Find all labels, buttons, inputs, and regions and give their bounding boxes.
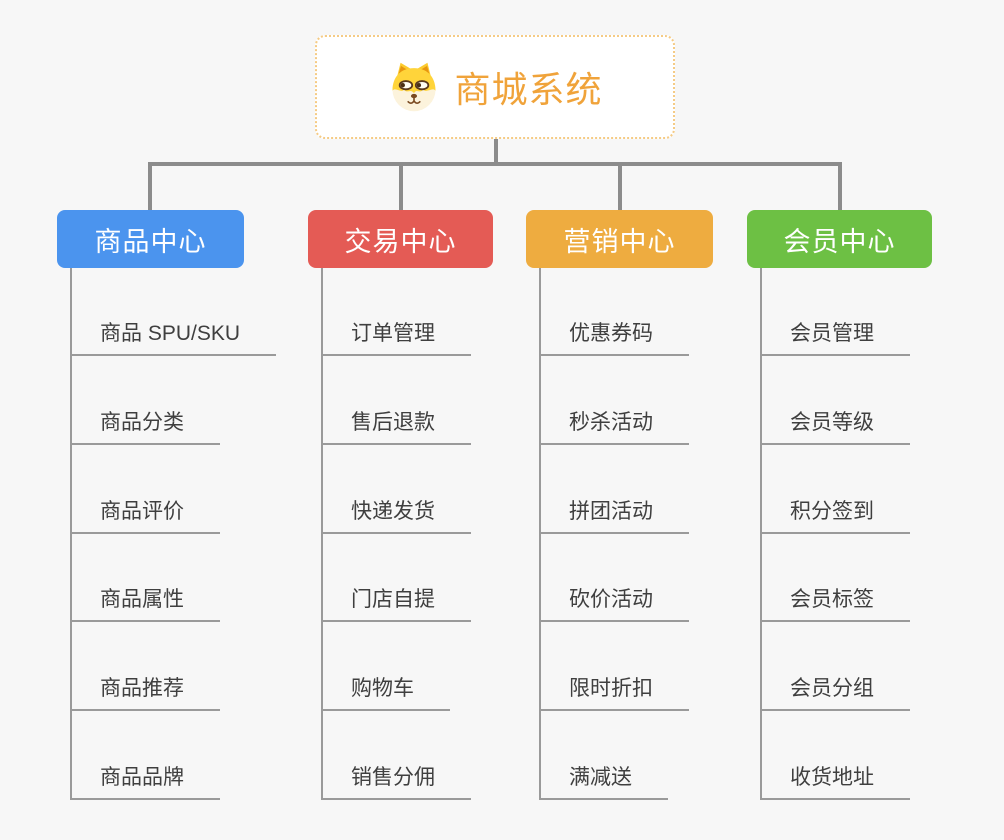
- leaf-node-limited-time-discount[interactable]: 限时折扣: [539, 675, 689, 711]
- connector-spine-trade: [321, 268, 323, 800]
- leaf-node-product-attribute[interactable]: 商品属性: [70, 586, 220, 622]
- leaf-node-member-management[interactable]: 会员管理: [760, 320, 910, 356]
- leaf-node-order-management[interactable]: 订单管理: [321, 320, 471, 356]
- connector-drop-product: [148, 162, 152, 210]
- root-node-mall-system[interactable]: 商城系统: [315, 35, 675, 139]
- leaf-node-product-category[interactable]: 商品分类: [70, 409, 220, 445]
- connector-spine-member: [760, 268, 762, 800]
- leaf-node-product-brand[interactable]: 商品品牌: [70, 764, 220, 800]
- leaf-node-points-checkin[interactable]: 积分签到: [760, 498, 910, 534]
- leaf-node-product-recommend[interactable]: 商品推荐: [70, 675, 220, 711]
- branch-node-marketing-center[interactable]: 营销中心: [526, 210, 713, 268]
- root-node-title: 商城系统: [454, 69, 603, 110]
- connector-drop-trade: [399, 162, 403, 210]
- leaf-node-spend-save[interactable]: 满减送: [539, 764, 668, 800]
- leaf-node-shopping-cart[interactable]: 购物车: [321, 675, 450, 711]
- leaf-node-shipping-address[interactable]: 收货地址: [760, 764, 910, 800]
- connector-spine-product: [70, 268, 72, 800]
- connector-spine-marketing: [539, 268, 541, 800]
- leaf-node-flash-sale[interactable]: 秒杀活动: [539, 409, 689, 445]
- leaf-node-product-review[interactable]: 商品评价: [70, 498, 220, 534]
- leaf-node-express-delivery[interactable]: 快递发货: [321, 498, 471, 534]
- connector-bus: [148, 162, 840, 166]
- connector-drop-marketing: [618, 162, 622, 210]
- shiba-dog-face-icon: [392, 62, 437, 112]
- leaf-node-member-tag[interactable]: 会员标签: [760, 586, 910, 622]
- branch-node-trade-center[interactable]: 交易中心: [308, 210, 493, 268]
- leaf-node-coupon-code[interactable]: 优惠券码: [539, 320, 689, 356]
- leaf-node-member-group[interactable]: 会员分组: [760, 675, 910, 711]
- leaf-node-aftersale-refund[interactable]: 售后退款: [321, 409, 471, 445]
- branch-node-member-center[interactable]: 会员中心: [747, 210, 932, 268]
- leaf-node-store-pickup[interactable]: 门店自提: [321, 586, 471, 622]
- leaf-node-product-spu-sku[interactable]: 商品 SPU/SKU: [70, 320, 277, 356]
- connector-drop-member: [838, 162, 842, 210]
- leaf-node-sales-commission[interactable]: 销售分佣: [321, 764, 471, 800]
- connector-root-stem: [494, 139, 498, 166]
- leaf-node-group-buy[interactable]: 拼团活动: [539, 498, 689, 534]
- branch-node-product-center[interactable]: 商品中心: [57, 210, 244, 268]
- leaf-node-member-level[interactable]: 会员等级: [760, 409, 910, 445]
- leaf-node-bargain-activity[interactable]: 砍价活动: [539, 586, 689, 622]
